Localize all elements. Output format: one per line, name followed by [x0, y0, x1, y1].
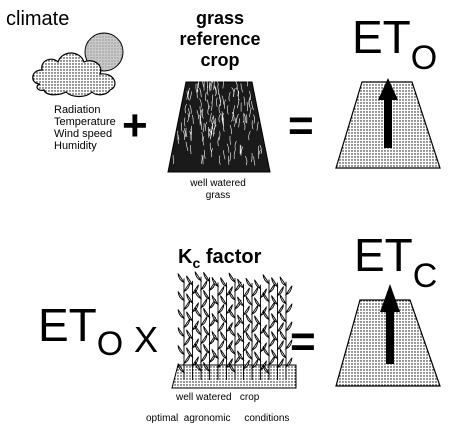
- equals-sign-bottom: =: [290, 317, 316, 366]
- kc-main: K: [178, 246, 193, 268]
- times-sign: X: [134, 319, 159, 360]
- factor-wind-speed: Wind speed: [54, 128, 113, 140]
- etc-field-icon: [335, 284, 441, 387]
- crop-caption: well watered crop: [176, 392, 260, 403]
- grass-caption: well watered grass: [168, 178, 268, 202]
- eto-input-label: ETO: [38, 299, 123, 361]
- factor-temperature: Temperature: [54, 116, 116, 128]
- grass-title-line-2: reference: [179, 29, 261, 49]
- etc-sub: C: [412, 257, 438, 295]
- factor-radiation: Radiation: [54, 104, 101, 116]
- grass-title-line-3: crop: [200, 50, 240, 70]
- eto-input-main: ET: [38, 299, 97, 351]
- grass-reference-title: grass reference crop: [170, 8, 270, 71]
- eto-sub: O: [410, 39, 438, 77]
- cloud-icon: [32, 52, 116, 98]
- grass-caption-line-1: well watered: [190, 178, 246, 189]
- etc-result-label: ETC: [354, 229, 437, 293]
- eto-field-icon: [335, 78, 441, 169]
- grass-caption-line-2: grass: [205, 190, 231, 201]
- etc-main: ET: [354, 229, 413, 281]
- kc-word: factor: [205, 246, 262, 268]
- plus-sign: +: [122, 101, 148, 150]
- eto-main: ET: [352, 11, 411, 63]
- equals-sign-top: =: [288, 101, 314, 150]
- kc-sub: c: [192, 255, 201, 271]
- factor-humidity: Humidity: [54, 140, 97, 152]
- kc-factor-label: Kc factor: [178, 246, 262, 271]
- grass-title-line-1: grass: [195, 8, 245, 28]
- crop-field-icon: [171, 271, 297, 389]
- eto-result-label: ETO: [352, 11, 437, 75]
- climate-factors-list: Radiation Temperature Wind speed Humidit…: [54, 104, 116, 152]
- conditions-caption: optimal agronomic conditions: [146, 413, 290, 424]
- climate-label: climate: [6, 8, 70, 30]
- grass-field-icon: [167, 76, 271, 173]
- eto-input-sub: O: [96, 325, 124, 363]
